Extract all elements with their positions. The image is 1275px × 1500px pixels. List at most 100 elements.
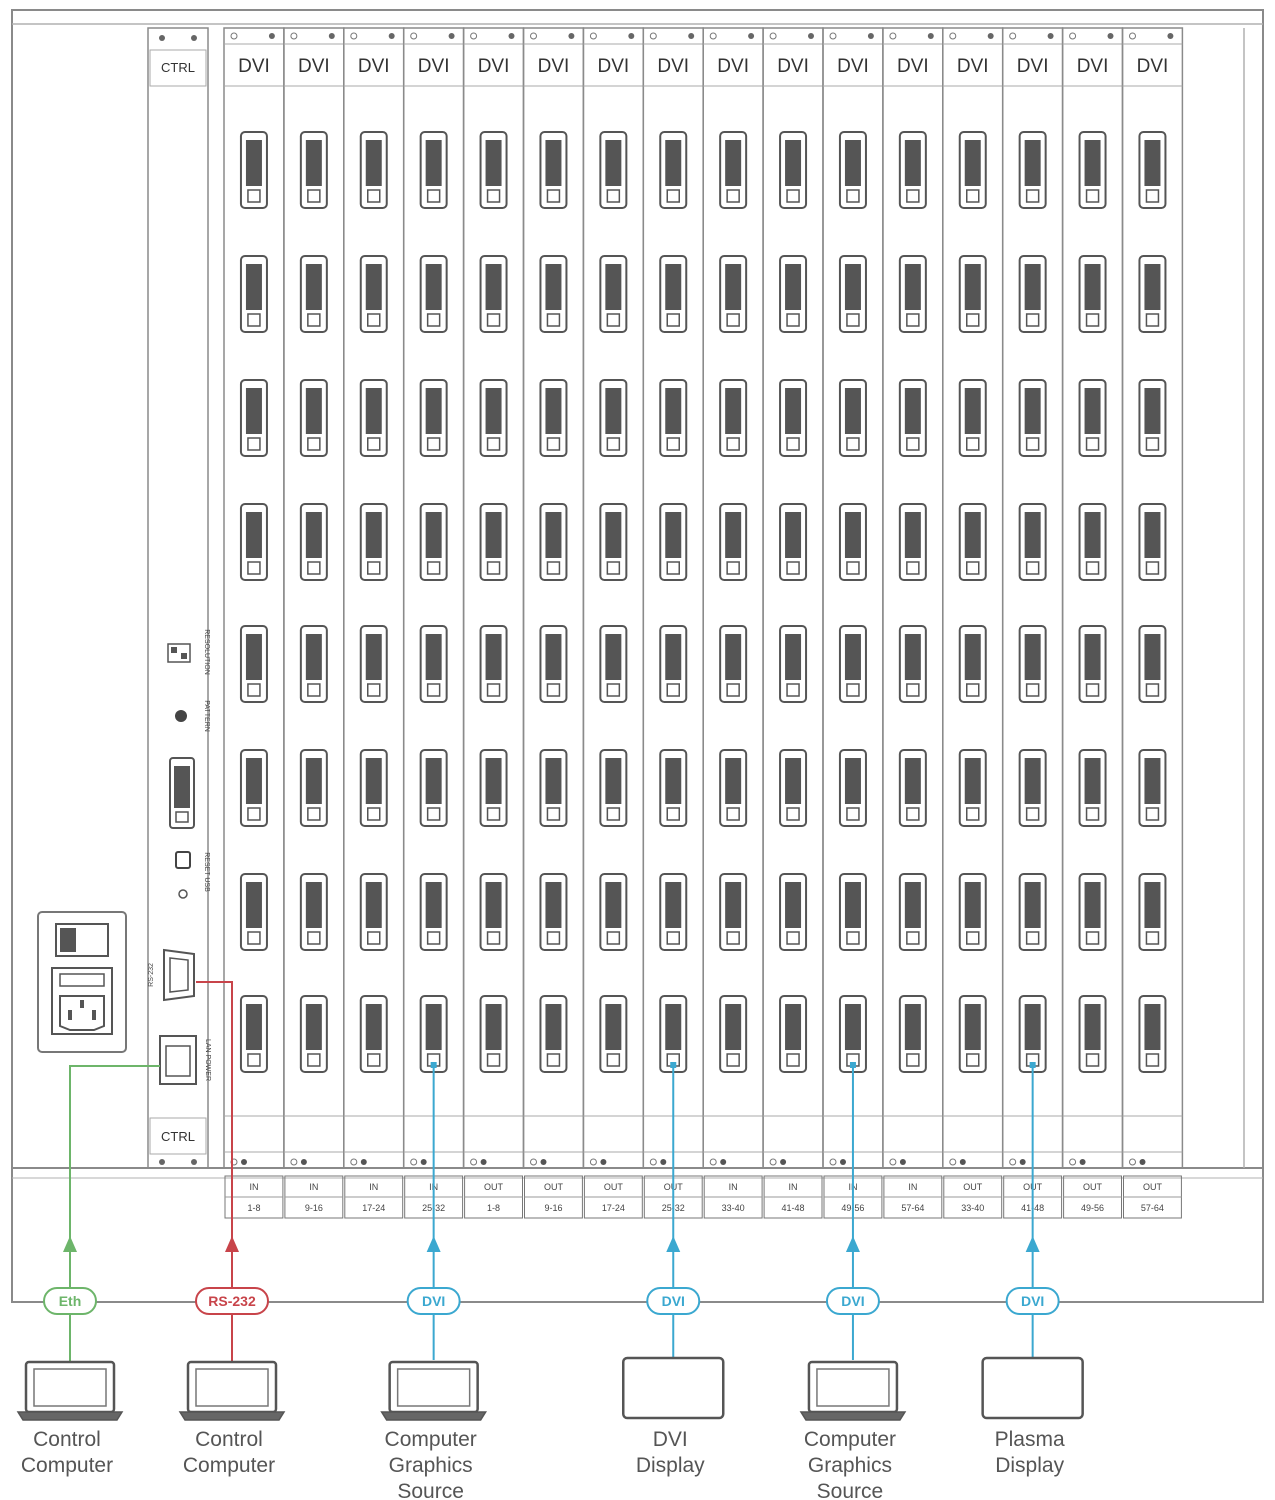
dvi-port[interactable] (898, 255, 927, 333)
dvi-port[interactable] (958, 131, 987, 209)
dvi-port[interactable] (838, 255, 867, 333)
dvi-port[interactable] (1078, 873, 1107, 951)
dvi-port[interactable] (539, 379, 568, 457)
dvi-port[interactable] (958, 503, 987, 581)
dvi-port[interactable] (419, 749, 448, 827)
dvi-port[interactable] (1138, 873, 1167, 951)
dvi-port[interactable] (779, 379, 808, 457)
dvi-port[interactable] (838, 503, 867, 581)
dvi-port[interactable] (1078, 503, 1107, 581)
dvi-port[interactable] (599, 625, 628, 703)
rs232-port[interactable] (163, 948, 195, 1002)
ctrl-dvi-port[interactable] (169, 757, 195, 829)
dvi-port[interactable] (838, 749, 867, 827)
dvi-port[interactable] (1078, 131, 1107, 209)
dvi-port[interactable] (299, 749, 328, 827)
dvi-port[interactable] (719, 255, 748, 333)
dvi-port[interactable] (419, 255, 448, 333)
dvi-port[interactable] (1018, 873, 1047, 951)
dip-switch[interactable] (167, 643, 191, 663)
dvi-port[interactable] (359, 503, 388, 581)
dvi-port[interactable] (1138, 625, 1167, 703)
dvi-port[interactable] (359, 255, 388, 333)
dvi-port[interactable] (898, 995, 927, 1073)
dvi-port[interactable] (239, 503, 268, 581)
dvi-port[interactable] (779, 749, 808, 827)
dvi-port[interactable] (299, 625, 328, 703)
dvi-port[interactable] (958, 995, 987, 1073)
dvi-port[interactable] (359, 873, 388, 951)
dvi-port[interactable] (1078, 749, 1107, 827)
dvi-port[interactable] (299, 873, 328, 951)
dvi-port[interactable] (898, 503, 927, 581)
dvi-port[interactable] (1018, 749, 1047, 827)
dvi-port[interactable] (1138, 379, 1167, 457)
dvi-port[interactable] (779, 503, 808, 581)
dvi-port[interactable] (239, 255, 268, 333)
dvi-port[interactable] (239, 995, 268, 1073)
dvi-port[interactable] (898, 625, 927, 703)
dvi-port[interactable] (539, 625, 568, 703)
dvi-port[interactable] (479, 995, 508, 1073)
dvi-port[interactable] (719, 503, 748, 581)
dvi-port[interactable] (419, 503, 448, 581)
dvi-port[interactable] (239, 131, 268, 209)
dvi-port[interactable] (1018, 379, 1047, 457)
dvi-port[interactable] (1138, 255, 1167, 333)
dvi-port[interactable] (838, 379, 867, 457)
dvi-port[interactable] (1138, 131, 1167, 209)
dvi-port[interactable] (1018, 995, 1047, 1073)
dvi-port[interactable] (719, 749, 748, 827)
dvi-port[interactable] (838, 131, 867, 209)
dvi-port[interactable] (299, 995, 328, 1073)
dvi-port[interactable] (479, 131, 508, 209)
dvi-port[interactable] (719, 379, 748, 457)
dvi-port[interactable] (239, 873, 268, 951)
dvi-port[interactable] (958, 749, 987, 827)
dvi-port[interactable] (359, 379, 388, 457)
dvi-port[interactable] (299, 131, 328, 209)
dvi-port[interactable] (719, 873, 748, 951)
usb-port[interactable] (175, 851, 191, 869)
dvi-port[interactable] (1018, 131, 1047, 209)
dvi-port[interactable] (419, 995, 448, 1073)
dvi-port[interactable] (539, 131, 568, 209)
dvi-port[interactable] (659, 379, 688, 457)
reset-button[interactable] (178, 889, 188, 899)
dvi-port[interactable] (539, 503, 568, 581)
dvi-port[interactable] (838, 995, 867, 1073)
dvi-port[interactable] (599, 873, 628, 951)
dvi-port[interactable] (659, 749, 688, 827)
dvi-port[interactable] (479, 503, 508, 581)
dvi-port[interactable] (1078, 379, 1107, 457)
dvi-port[interactable] (239, 749, 268, 827)
dvi-port[interactable] (539, 873, 568, 951)
dvi-port[interactable] (719, 131, 748, 209)
dvi-port[interactable] (479, 625, 508, 703)
dvi-port[interactable] (898, 749, 927, 827)
dvi-port[interactable] (359, 995, 388, 1073)
dvi-port[interactable] (539, 255, 568, 333)
dvi-port[interactable] (659, 873, 688, 951)
dvi-port[interactable] (299, 503, 328, 581)
dvi-port[interactable] (838, 625, 867, 703)
dvi-port[interactable] (719, 625, 748, 703)
dvi-port[interactable] (659, 131, 688, 209)
dvi-port[interactable] (779, 995, 808, 1073)
dvi-port[interactable] (1018, 625, 1047, 703)
dvi-port[interactable] (539, 749, 568, 827)
dvi-port[interactable] (898, 873, 927, 951)
dvi-port[interactable] (419, 379, 448, 457)
dvi-port[interactable] (1018, 255, 1047, 333)
dvi-port[interactable] (599, 749, 628, 827)
dvi-port[interactable] (779, 873, 808, 951)
dvi-port[interactable] (479, 255, 508, 333)
dvi-port[interactable] (958, 255, 987, 333)
lan-port[interactable] (159, 1035, 197, 1085)
dvi-port[interactable] (599, 131, 628, 209)
dvi-port[interactable] (539, 995, 568, 1073)
dvi-port[interactable] (1138, 995, 1167, 1073)
dvi-port[interactable] (419, 873, 448, 951)
dvi-port[interactable] (299, 255, 328, 333)
dvi-port[interactable] (419, 131, 448, 209)
